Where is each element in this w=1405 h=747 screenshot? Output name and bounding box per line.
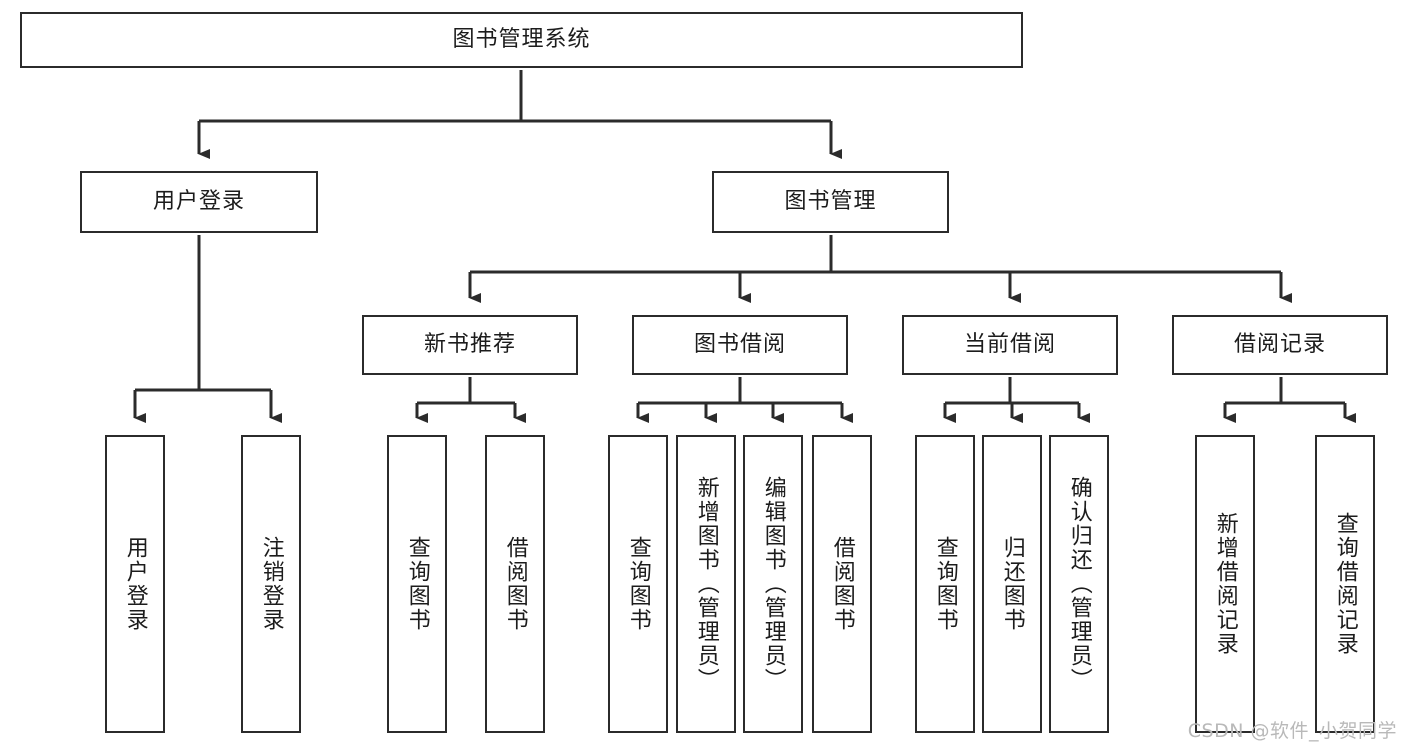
node-leaf-borrow-book-1-label: 借阅图书 — [502, 536, 528, 632]
node-leaf-edit-book[interactable]: 编辑图书（管理员） — [743, 435, 803, 733]
node-book-manage[interactable]: 图书管理 — [712, 171, 949, 233]
node-borrow-record[interactable]: 借阅记录 — [1172, 315, 1388, 375]
node-leaf-confirm-return[interactable]: 确认归还（管理员） — [1049, 435, 1109, 733]
node-leaf-add-book-label: 新增图书（管理员） — [693, 476, 719, 692]
node-leaf-add-record-label: 新增借阅记录 — [1212, 512, 1238, 656]
node-leaf-edit-book-label: 编辑图书（管理员） — [760, 476, 786, 692]
node-new-book-recommend[interactable]: 新书推荐 — [362, 315, 578, 375]
node-leaf-query-book-2-label: 查询图书 — [625, 536, 651, 632]
node-leaf-borrow-book-2-label: 借阅图书 — [829, 536, 855, 632]
node-borrow-record-label: 借阅记录 — [1233, 332, 1326, 357]
node-new-book-recommend-label: 新书推荐 — [423, 332, 516, 357]
node-current-borrow[interactable]: 当前借阅 — [902, 315, 1118, 375]
node-user-login[interactable]: 用户登录 — [80, 171, 318, 233]
node-leaf-query-record[interactable]: 查询借阅记录 — [1315, 435, 1375, 733]
node-leaf-query-book-3-label: 查询图书 — [932, 536, 958, 632]
node-user-login-label: 用户登录 — [152, 189, 245, 214]
node-leaf-query-book-1-label: 查询图书 — [404, 536, 430, 632]
node-book-manage-label: 图书管理 — [784, 189, 877, 214]
node-root-label: 图书管理系统 — [452, 27, 591, 52]
node-leaf-query-book-3[interactable]: 查询图书 — [915, 435, 975, 733]
node-leaf-return-book-label: 归还图书 — [999, 536, 1025, 632]
node-leaf-return-book[interactable]: 归还图书 — [982, 435, 1042, 733]
node-leaf-user-logout[interactable]: 注销登录 — [241, 435, 301, 733]
node-leaf-user-login-label: 用户登录 — [122, 536, 148, 632]
node-current-borrow-label: 当前借阅 — [963, 332, 1056, 357]
node-leaf-query-book-1[interactable]: 查询图书 — [387, 435, 447, 733]
node-leaf-query-book-2[interactable]: 查询图书 — [608, 435, 668, 733]
node-leaf-confirm-return-label: 确认归还（管理员） — [1066, 476, 1092, 692]
node-leaf-borrow-book-1[interactable]: 借阅图书 — [485, 435, 545, 733]
node-book-borrow-label: 图书借阅 — [693, 332, 786, 357]
node-leaf-user-logout-label: 注销登录 — [258, 536, 284, 632]
node-leaf-query-record-label: 查询借阅记录 — [1332, 512, 1358, 656]
node-root[interactable]: 图书管理系统 — [20, 12, 1023, 68]
node-leaf-user-login[interactable]: 用户登录 — [105, 435, 165, 733]
node-leaf-borrow-book-2[interactable]: 借阅图书 — [812, 435, 872, 733]
node-leaf-add-record[interactable]: 新增借阅记录 — [1195, 435, 1255, 733]
node-book-borrow[interactable]: 图书借阅 — [632, 315, 848, 375]
node-leaf-add-book[interactable]: 新增图书（管理员） — [676, 435, 736, 733]
csdn-watermark: CSDN @软件_小贺同学 — [1187, 720, 1397, 742]
